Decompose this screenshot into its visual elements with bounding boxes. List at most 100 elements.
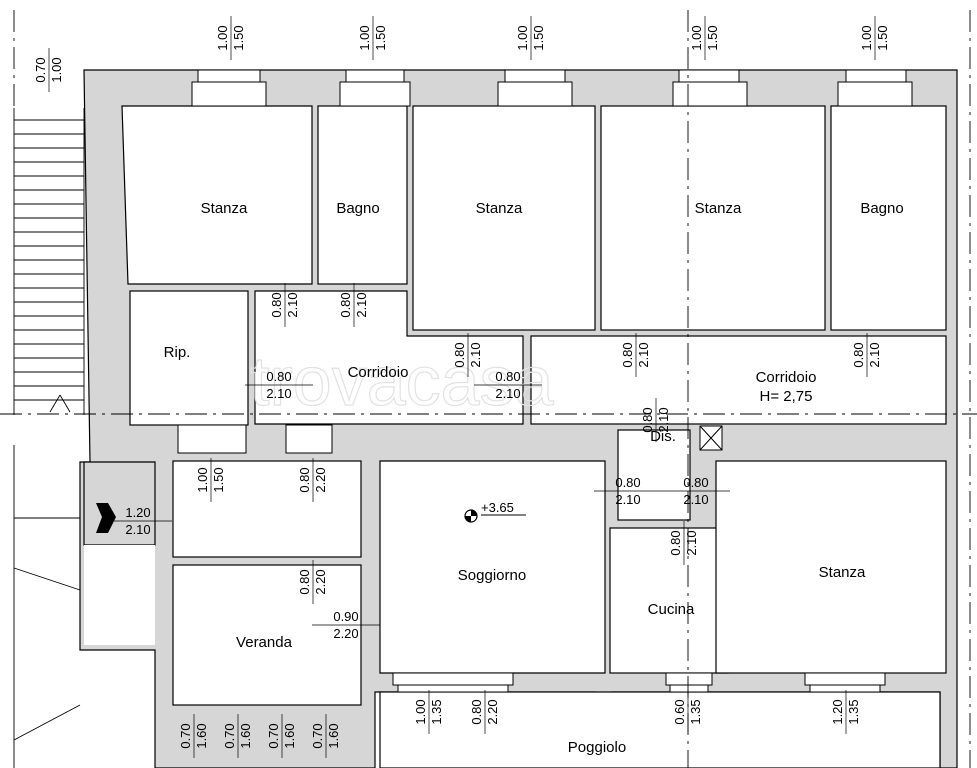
opening-height: 2.20 [485, 699, 500, 724]
label-soggiorno: Soggiorno [458, 567, 526, 584]
opening-height: 1.50 [231, 25, 246, 50]
label-stanza-2: Stanza [476, 200, 523, 217]
opening-height: 1.50 [211, 467, 226, 492]
opening-dimension: 0.80 2.10 [662, 475, 730, 507]
room-bagno-2 [830, 105, 947, 331]
staircase [13, 108, 85, 768]
opening-height: 1.60 [238, 723, 253, 748]
opening-height: 2.10 [636, 342, 651, 367]
opening-width: 0.80 [297, 467, 312, 492]
opening-width: 1.00 [413, 699, 428, 724]
label-corridoio-2: Corridoio [756, 369, 817, 386]
opening-height: 2.10 [683, 492, 708, 507]
room-veranda [172, 564, 362, 706]
axis-lines [0, 10, 977, 768]
opening-width: 0.80 [620, 342, 635, 367]
opening-dimension: 0.80 2.10 [474, 369, 542, 401]
label-bagno-2: Bagno [860, 200, 903, 217]
elevation-label: +3.65 [481, 500, 514, 515]
opening-width: 1.00 [689, 25, 704, 50]
opening-height: 1.60 [194, 723, 209, 748]
opening-height: 2.10 [125, 522, 150, 537]
opening-height: 2.10 [656, 407, 671, 432]
opening-width: 0.80 [469, 699, 484, 724]
opening-height: 1.60 [282, 723, 297, 748]
opening-width: 0.70 [33, 57, 48, 82]
opening-width: 0.80 [640, 407, 655, 432]
entrance-arrow-icon [96, 503, 116, 533]
opening-width: 1.00 [859, 25, 874, 50]
label-stanza-3: Stanza [695, 200, 742, 217]
opening-height: 1.00 [49, 57, 64, 82]
opening-height: 1.50 [875, 25, 890, 50]
opening-width: 0.80 [297, 569, 312, 594]
label-cucina: Cucina [648, 601, 695, 618]
opening-width: 0.80 [683, 475, 708, 490]
opening-height: 2.10 [495, 386, 520, 401]
opening-height: 2.20 [333, 626, 358, 641]
opening-width: 0.80 [495, 369, 520, 384]
label-dis: Dis. [650, 428, 676, 445]
opening-width: 1.00 [195, 467, 210, 492]
opening-width: 1.20 [125, 505, 150, 520]
opening-width: 0.90 [333, 609, 358, 624]
opening-width: 0.60 [672, 699, 687, 724]
label-poggiolo: Poggiolo [568, 739, 626, 756]
opening-dimension: 1.20 2.10 [104, 505, 172, 537]
label-corridoio-1: Corridoio [348, 364, 409, 381]
room-soggiorno [379, 460, 606, 674]
room-stanza-2 [412, 105, 596, 331]
opening-height: 1.60 [326, 723, 341, 748]
elevation-marker: +3.65 [464, 500, 526, 523]
opening-height: 2.20 [313, 569, 328, 594]
room-cucina [609, 527, 729, 674]
opening-height: 1.35 [846, 699, 861, 724]
room-labels: Stanza Bagno Stanza Stanza Bagno Rip. Co… [164, 200, 904, 756]
opening-width: 0.80 [615, 475, 640, 490]
opening-width: 0.70 [222, 723, 237, 748]
opening-height: 1.50 [705, 25, 720, 50]
opening-height: 1.35 [688, 699, 703, 724]
label-corridoio-2-height: H= 2,75 [760, 388, 813, 405]
opening-width: 0.80 [851, 342, 866, 367]
column-x [699, 425, 723, 451]
room-entry [172, 460, 362, 558]
watermark: trovacasa [250, 342, 554, 420]
label-stanza-4: Stanza [819, 564, 866, 581]
opening-height: 2.10 [867, 342, 882, 367]
opening-width: 0.70 [310, 723, 325, 748]
opening-dimension: 0.802.10 [245, 369, 313, 401]
room-dis [617, 429, 691, 521]
opening-height: 2.10 [468, 342, 483, 367]
opening-dimension: 0.90 2.20 [312, 609, 380, 641]
opening-width: 0.80 [668, 530, 683, 555]
room-corridoio-2 [530, 335, 947, 425]
opening-width: 1.00 [215, 25, 230, 50]
room-rip [129, 290, 249, 426]
opening-dimension: 0.802.10 [594, 475, 662, 507]
opening-width: 0.80 [266, 369, 291, 384]
room-stanza-3 [600, 105, 826, 331]
opening-width: 0.80 [269, 292, 284, 317]
room-stanza-4 [715, 460, 947, 674]
room-stanza-1 [121, 105, 313, 285]
opening-width: 0.80 [452, 342, 467, 367]
opening-width: 0.70 [266, 723, 281, 748]
